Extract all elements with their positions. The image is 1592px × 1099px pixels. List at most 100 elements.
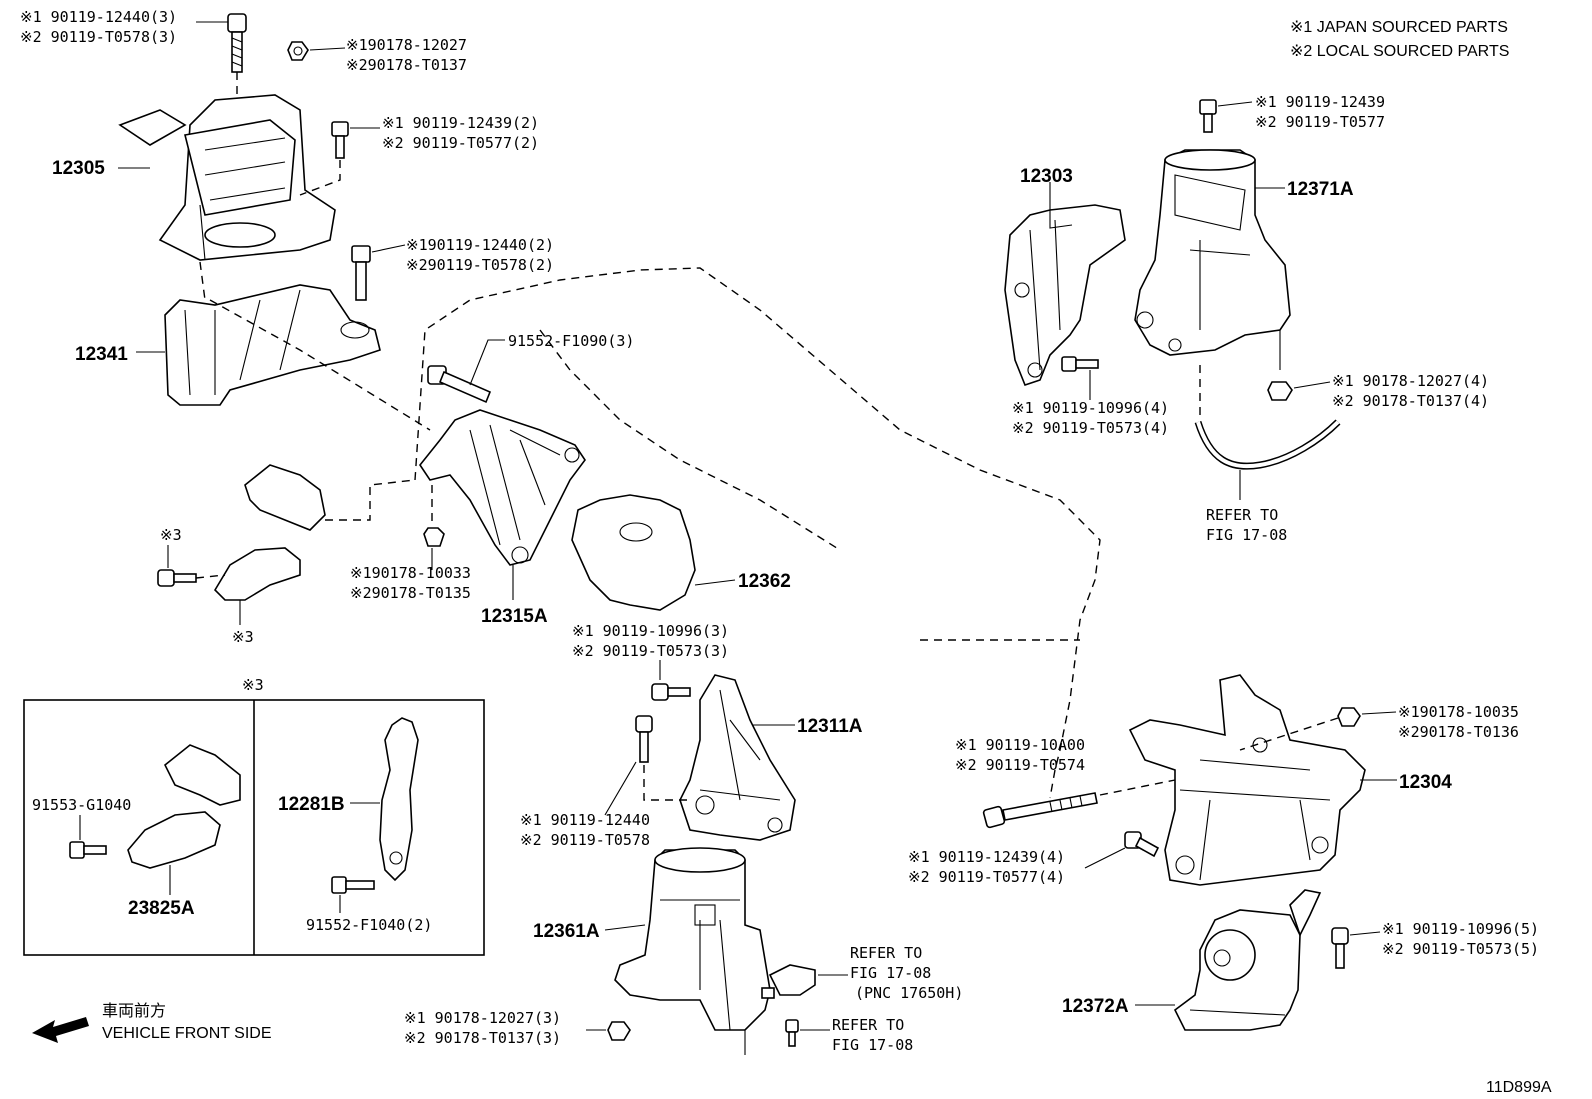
label-b10b: ※2 90119-T0577(4) xyxy=(908,868,1065,886)
label-12311A: 12311A xyxy=(797,716,863,737)
leader-12362 xyxy=(694,579,736,586)
label-n2b: ※290178-T0135 xyxy=(350,584,471,602)
label-s3a: ※3 xyxy=(160,526,182,544)
part-12281B xyxy=(379,717,419,882)
part-12303 xyxy=(1004,204,1126,386)
label-n1a: ※190178-12027 xyxy=(346,36,467,54)
dash-s3 xyxy=(325,479,416,521)
part-12341 xyxy=(164,284,381,406)
leader-12361A xyxy=(604,924,646,931)
dash-b2 xyxy=(299,160,341,196)
part-12304 xyxy=(1128,674,1366,886)
nut-icon xyxy=(423,527,445,547)
part-12311A xyxy=(679,674,796,841)
label-n5a: ※190178-10035 xyxy=(1398,703,1519,721)
part-12371A xyxy=(1134,149,1291,370)
leader-n5 xyxy=(1361,711,1397,715)
bolt-icon xyxy=(157,569,197,587)
label-b9a: ※1 90119-10A00 xyxy=(955,736,1085,754)
label-ref1b: FIG 17-08 xyxy=(850,964,931,982)
label-b5a: ※1 90119-10996(3) xyxy=(572,622,729,640)
legend-japan: ※1 JAPAN SOURCED PARTS xyxy=(1290,19,1508,36)
label-b11a: ※1 90119-10996(5) xyxy=(1382,920,1539,938)
part-bracket-s3-lower xyxy=(213,547,301,601)
label-g1040: 91553-G1040 xyxy=(32,796,131,814)
dash-engine-b9 xyxy=(1049,769,1056,799)
bolt-icon xyxy=(785,1019,799,1047)
leader-b7 xyxy=(1217,101,1253,107)
front-en: VEHICLE FRONT SIDE xyxy=(102,1025,272,1042)
dash-b9 xyxy=(1099,779,1176,796)
dash-b6 xyxy=(643,765,690,801)
sensor-part xyxy=(761,964,816,999)
bolt-icon xyxy=(351,245,371,301)
engine-outline xyxy=(414,267,1101,771)
bolt-icon xyxy=(1061,356,1099,372)
figure-id: 11D899A xyxy=(1486,1079,1552,1096)
label-b2a: ※1 90119-12439(2) xyxy=(382,114,539,132)
nut-icon xyxy=(607,1021,631,1041)
label-b3b: ※290119-T0578(2) xyxy=(406,256,554,274)
bolt-icon xyxy=(1199,99,1217,133)
label-b8b: ※2 90119-T0573(4) xyxy=(1012,419,1169,437)
engine-outline-lower xyxy=(539,329,841,551)
bolt-icon xyxy=(427,365,492,404)
label-12303: 12303 xyxy=(1020,166,1073,187)
leader-b3 xyxy=(371,244,406,253)
label-ref2a: REFER TO xyxy=(832,1016,904,1034)
label-ref3b: FIG 17-08 xyxy=(1206,526,1287,544)
label-n3a: ※1 90178-12027(3) xyxy=(404,1009,561,1027)
nut-icon xyxy=(1337,707,1361,727)
leader-n1 xyxy=(309,47,346,51)
dash-s3-bolt xyxy=(195,574,226,579)
label-ref1a: REFER TO xyxy=(850,944,922,962)
label-12362: 12362 xyxy=(738,571,791,592)
label-n3b: ※2 90178-T0137(3) xyxy=(404,1029,561,1047)
bolt-icon xyxy=(331,876,375,894)
label-n5b: ※290178-T0136 xyxy=(1398,723,1519,741)
dash-12305-12341 xyxy=(199,261,206,301)
label-12341: 12341 xyxy=(75,344,128,365)
label-s3c: ※3 xyxy=(242,676,264,694)
nut-icon xyxy=(287,41,309,61)
label-b4: 91552-F1090(3) xyxy=(508,332,634,350)
part-12372A xyxy=(1173,889,1322,1031)
leader-b10 xyxy=(1084,847,1126,869)
label-b8a: ※1 90119-10996(4) xyxy=(1012,399,1169,417)
label-ref3a: REFER TO xyxy=(1206,506,1278,524)
label-b7a: ※1 90119-12439 xyxy=(1255,93,1385,111)
label-12371A: 12371A xyxy=(1287,179,1354,200)
label-n4a: ※1 90178-12027(4) xyxy=(1332,372,1489,390)
label-b6a: ※1 90119-12440 xyxy=(520,811,650,829)
label-b2b: ※2 90119-T0577(2) xyxy=(382,134,539,152)
leader-b6 xyxy=(604,761,637,816)
leader-n4 xyxy=(1293,381,1331,389)
leader-b4 xyxy=(469,339,505,386)
label-s3b: ※3 xyxy=(232,628,254,646)
legend-local: ※2 LOCAL SOURCED PARTS xyxy=(1290,43,1509,60)
label-b3a: ※190119-12440(2) xyxy=(406,236,554,254)
label-b9b: ※2 90119-T0574 xyxy=(955,756,1085,774)
label-f1040: 91552-F1040(2) xyxy=(306,916,432,934)
label-ref2b: FIG 17-08 xyxy=(832,1036,913,1054)
bolt-icon xyxy=(651,683,691,701)
label-b1a: ※1 90119-12440(3) xyxy=(20,8,177,26)
part-12305 xyxy=(118,94,336,261)
bolt-icon xyxy=(982,792,1098,829)
dash-12341-12315 xyxy=(209,299,431,431)
dash-n5 xyxy=(1239,717,1339,751)
label-b11b: ※2 90119-T0573(5) xyxy=(1382,940,1539,958)
label-b5b: ※2 90119-T0573(3) xyxy=(572,642,729,660)
label-n4b: ※2 90178-T0137(4) xyxy=(1332,392,1489,410)
bolt-icon xyxy=(635,715,653,763)
bolt-icon xyxy=(331,121,349,159)
label-b1b: ※2 90119-T0578(3) xyxy=(20,28,177,46)
label-23825A: 23825A xyxy=(128,898,195,919)
label-12315A: 12315A xyxy=(481,606,548,627)
label-n1b: ※290178-T0137 xyxy=(346,56,467,74)
label-ref1c: (PNC 17650H) xyxy=(855,984,963,1002)
part-bracket-s3-upper xyxy=(244,464,326,531)
label-b10a: ※1 90119-12439(4) xyxy=(908,848,1065,866)
part-12362 xyxy=(571,494,696,611)
bolt-icon xyxy=(1124,831,1160,858)
